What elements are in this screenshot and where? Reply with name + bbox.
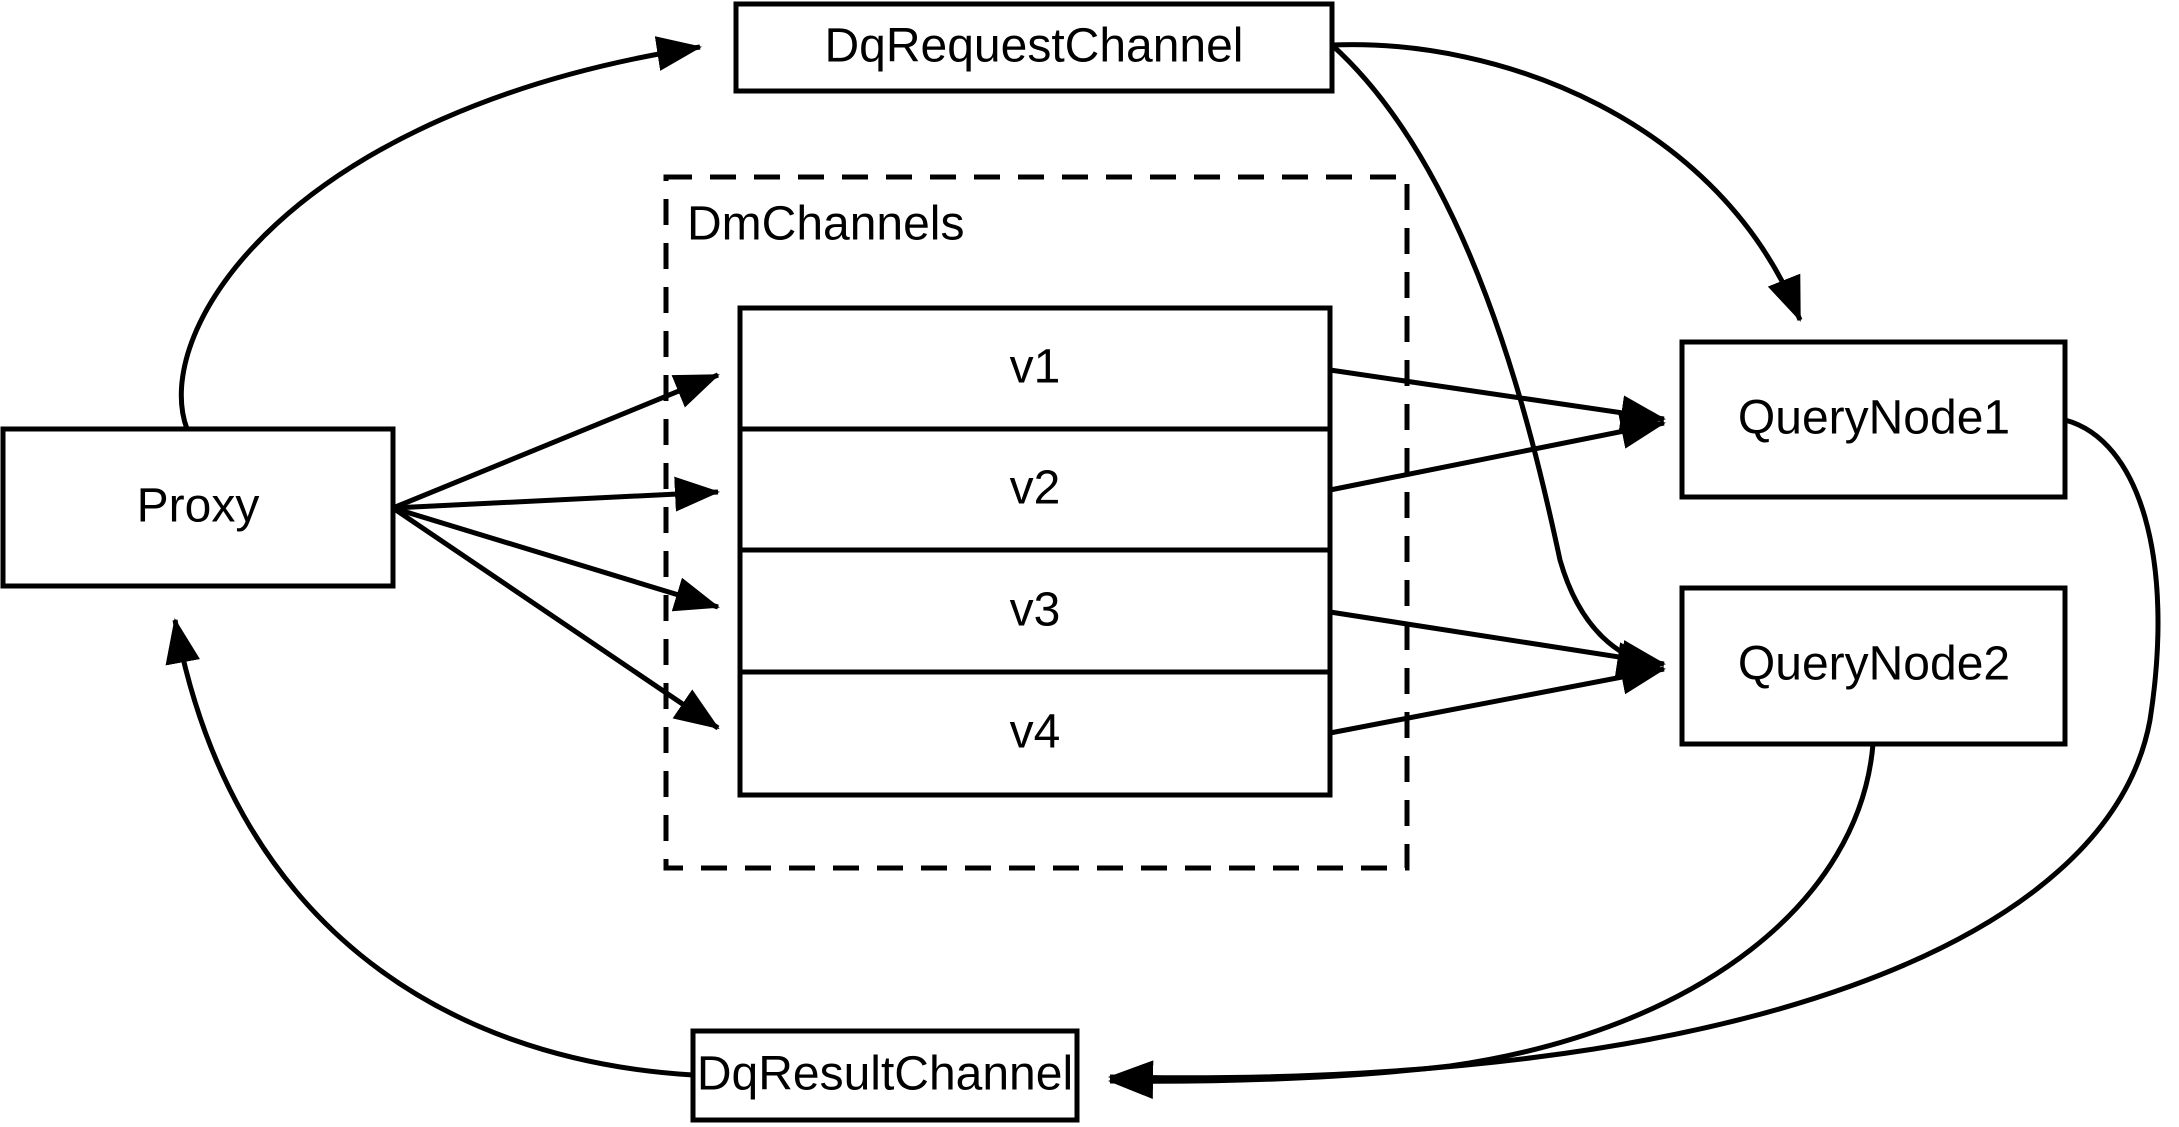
edge-dq-request-channel-to-query-node-1 — [1331, 42, 1803, 322]
dq-request-channel-label: DqRequestChannel — [825, 20, 1244, 73]
channel-row-v3[interactable]: v3 — [1010, 584, 1061, 637]
proxy-label: Proxy — [137, 480, 260, 533]
proxy-box[interactable] — [0, 426, 396, 589]
query-node-1-label: QueryNode1 — [1738, 392, 2010, 445]
node-dq-result-channel[interactable]: DqResultChannel — [690, 1028, 1080, 1123]
dq-request-channel-box[interactable] — [733, 1, 1335, 94]
dq-result-channel-label: DqResultChannel — [697, 1048, 1073, 1101]
edge-query-node-2-to-dq-result-channel — [1108, 743, 1876, 1099]
edge-v2-to-query-node-1 — [1329, 414, 1666, 493]
channel-row-v1-label: v1 — [1010, 341, 1061, 394]
edge-v3-to-query-node-2 — [1329, 609, 1666, 675]
channel-row-v4[interactable]: v4 — [1010, 706, 1061, 759]
edge-proxy-to-v3 — [392, 505, 720, 612]
node-query-node-1[interactable]: QueryNode1 — [1679, 339, 2068, 500]
channel-row-v2-label: v2 — [1010, 462, 1061, 515]
node-query-node-2[interactable]: QueryNode2 — [1679, 585, 2068, 747]
query-node-2-box[interactable] — [1679, 585, 2068, 747]
edge-v4-to-query-node-2 — [1329, 659, 1666, 736]
dm-channels-group-border — [663, 174, 1410, 871]
node-proxy[interactable]: Proxy — [0, 426, 396, 589]
edge-proxy-to-dq-request-channel — [178, 36, 702, 430]
query-node-2-label: QueryNode2 — [1738, 638, 2010, 691]
edge-query-node-1-to-dq-result-channel — [1108, 417, 2161, 1096]
edge-dq-request-channel-to-query-node-2 — [1330, 43, 1662, 677]
edge-v1-to-query-node-1 — [1329, 367, 1666, 431]
node-dq-request-channel[interactable]: DqRequestChannel — [733, 1, 1335, 94]
edge-proxy-to-v1 — [392, 372, 720, 511]
dm-channel-stack: v1 v2 v3 v4 — [737, 305, 1333, 798]
channel-row-v2[interactable]: v2 — [1010, 462, 1061, 515]
edge-proxy-to-v2 — [392, 476, 720, 512]
channel-row-v3-label: v3 — [1010, 584, 1061, 637]
edge-dq-result-channel-to-proxy — [165, 618, 694, 1078]
channel-row-v4-label: v4 — [1010, 706, 1061, 759]
channel-row-v1[interactable]: v1 — [1010, 341, 1061, 394]
dq-result-channel-box[interactable] — [690, 1028, 1080, 1123]
dm-channels-group: DmChannels — [663, 174, 1410, 871]
edge-proxy-to-v4 — [391, 505, 720, 731]
dm-channels-group-label: DmChannels — [687, 198, 964, 251]
query-node-1-box[interactable] — [1679, 339, 2068, 500]
